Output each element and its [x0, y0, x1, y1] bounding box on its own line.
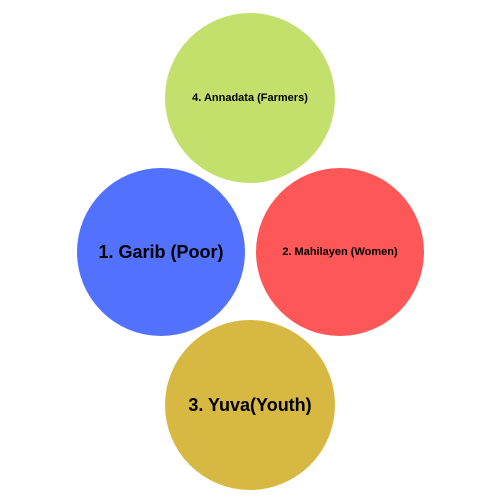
- circle-farmers: 4. Annadata (Farmers): [165, 13, 335, 183]
- circle-poor-label: 1. Garib (Poor): [98, 241, 224, 262]
- circle-women-label: 2. Mahilayen (Women): [282, 246, 398, 258]
- circle-youth-label: 3. Yuva(Youth): [188, 394, 312, 415]
- circle-farmers-label: 4. Annadata (Farmers): [192, 92, 308, 104]
- circle-poor: 1. Garib (Poor): [77, 168, 245, 336]
- circle-youth: 3. Yuva(Youth): [165, 320, 335, 490]
- circle-women: 2. Mahilayen (Women): [256, 168, 424, 336]
